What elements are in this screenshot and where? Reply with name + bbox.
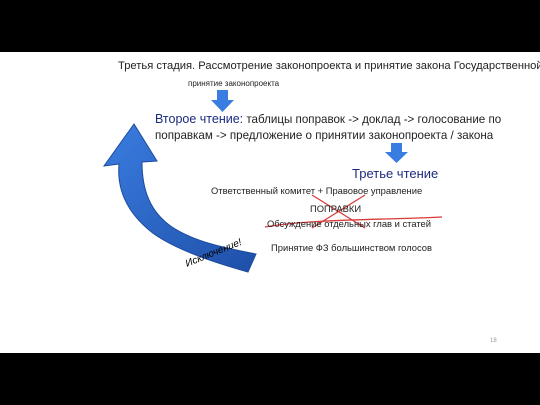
down-arrow-icon: [211, 90, 234, 112]
down-arrow-icon: [385, 143, 408, 163]
curved-arrow-icon: [102, 123, 257, 273]
third-reading-heading: Третье чтение: [352, 166, 439, 181]
second-reading-heading: Второе чтение:: [155, 112, 244, 126]
discussion-text: Обсуждение отдельных глав и статей: [267, 218, 431, 229]
strike-mark: [264, 194, 443, 229]
committee-text: Ответственный комитет + Правовое управле…: [211, 185, 423, 196]
slide-title: Третья стадия. Рассмотрение законопроект…: [118, 60, 540, 72]
slide-canvas: Третья стадия. Рассмотрение законопроект…: [0, 52, 540, 353]
page-number: 18: [490, 338, 497, 344]
slide-subtitle: принятие законопроекта: [188, 79, 280, 88]
adoption-text: Принятие ФЗ большинством голосов: [271, 242, 432, 253]
graphics-layer: [102, 90, 443, 273]
second-reading-block: Второе чтение: таблицы поправок -> докла…: [155, 111, 515, 144]
second-reading-text: таблицы поправок -> доклад -> голосовани…: [155, 113, 502, 142]
amendments-text: ПОПРАВКИ: [310, 203, 362, 214]
